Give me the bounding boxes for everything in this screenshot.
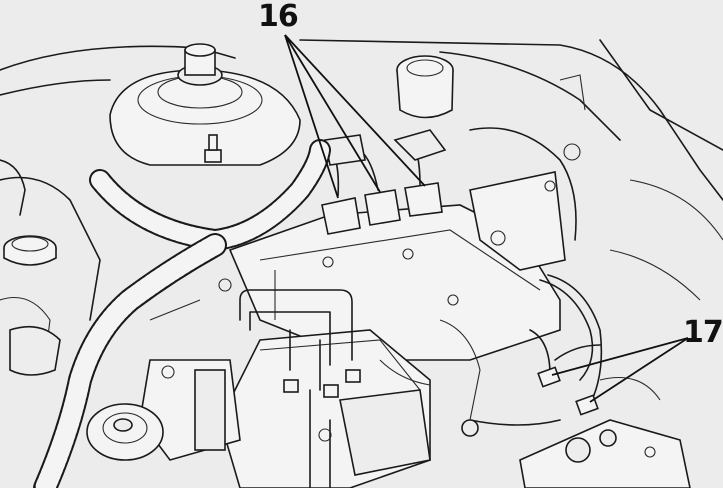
callout-label-16: 16	[258, 0, 299, 34]
lower-mounting-bracket	[139, 359, 241, 461]
leader-lines-16	[284, 34, 426, 199]
strut-tower-rubber-mount	[109, 43, 301, 166]
lower-strut-top	[86, 403, 164, 461]
connectors-group-16	[321, 129, 447, 235]
misc-detail-lines	[149, 74, 661, 421]
corrugated-wiring-conduit	[33, 139, 331, 488]
hood-frame-lines	[0, 39, 723, 301]
brake-fluid-reservoir	[519, 419, 691, 488]
hydraulic-modulator	[219, 289, 431, 488]
filler-neck	[396, 55, 454, 119]
tower-bolt	[204, 134, 222, 163]
reservoir-cap	[3, 235, 57, 266]
harness-to-connectors-17	[461, 274, 603, 437]
right-bracket	[469, 127, 577, 271]
callout-label-17: 17	[683, 315, 723, 350]
left-inner-fender	[0, 159, 101, 376]
leader-lines-17	[551, 337, 689, 403]
